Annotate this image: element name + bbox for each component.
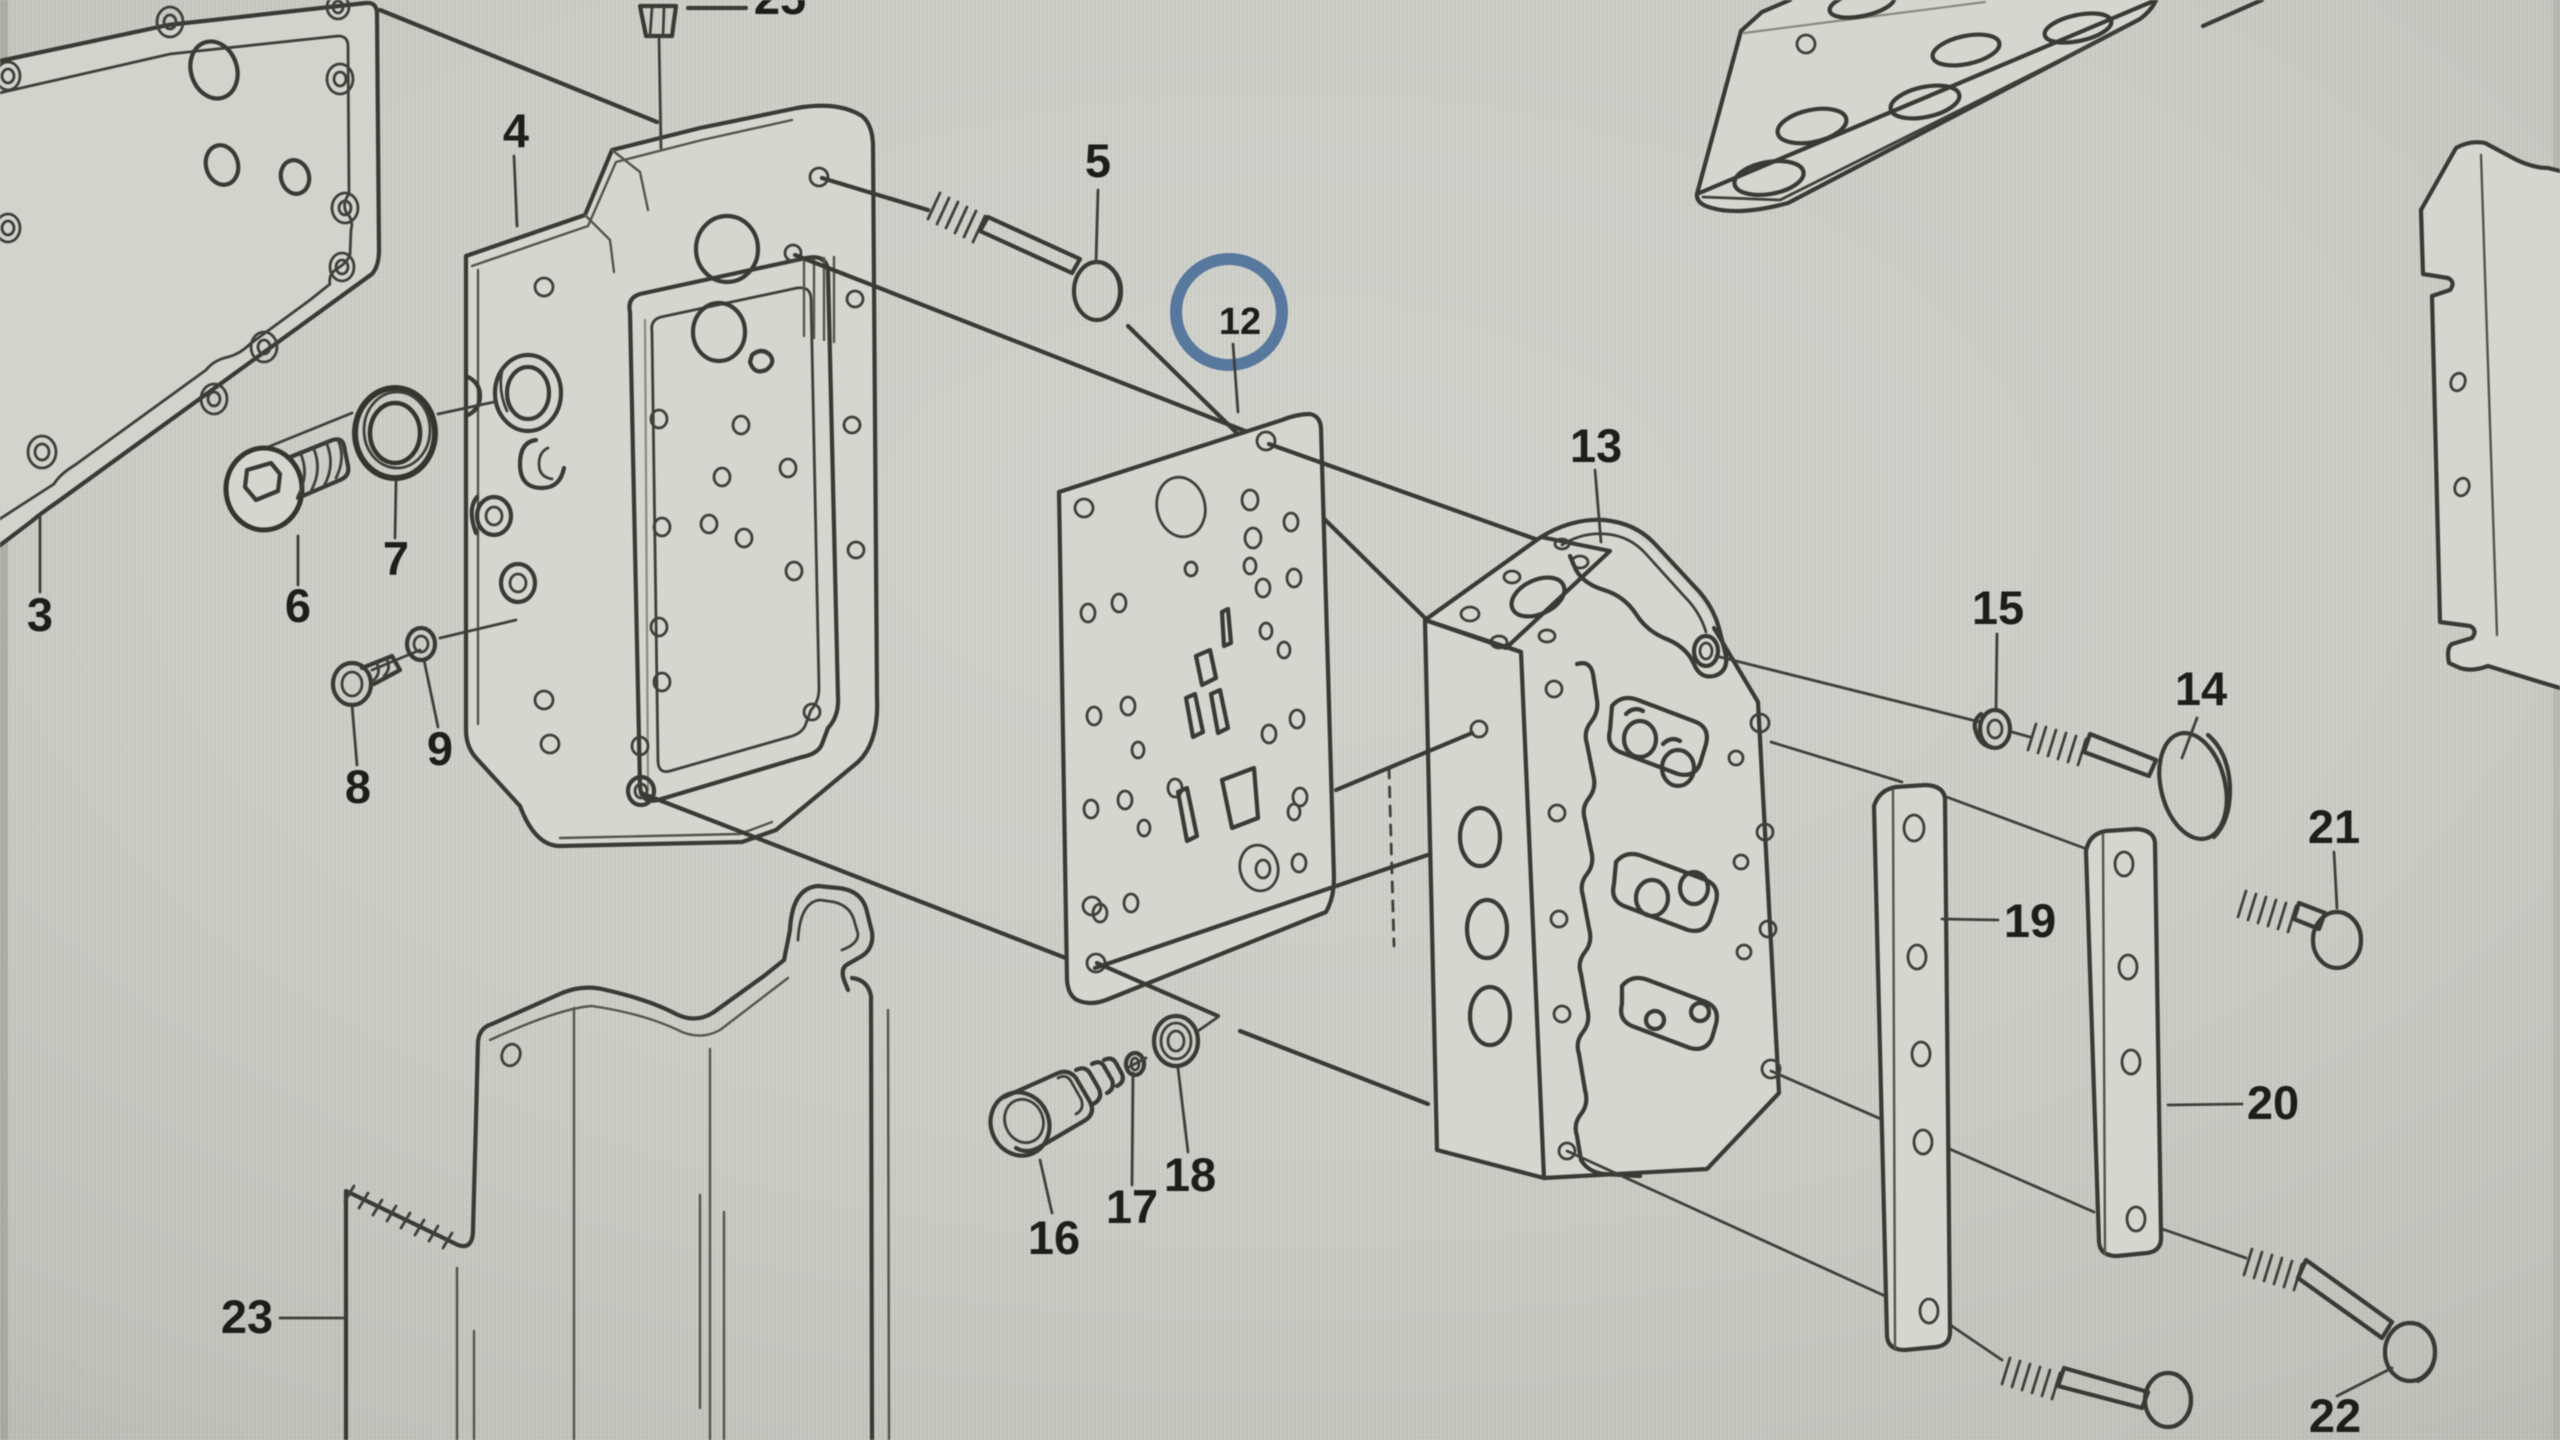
svg-text:15: 15 bbox=[1972, 581, 2024, 634]
svg-text:20: 20 bbox=[2247, 1076, 2299, 1129]
svg-text:5: 5 bbox=[1085, 134, 1111, 187]
svg-text:21: 21 bbox=[2308, 800, 2360, 853]
svg-text:7: 7 bbox=[383, 532, 409, 585]
svg-text:16: 16 bbox=[1028, 1211, 1080, 1264]
svg-text:12: 12 bbox=[1219, 301, 1261, 343]
svg-text:17: 17 bbox=[1106, 1180, 1158, 1233]
svg-text:22: 22 bbox=[2309, 1389, 2361, 1440]
svg-text:14: 14 bbox=[2175, 662, 2227, 715]
svg-text:9: 9 bbox=[427, 722, 453, 775]
svg-text:8: 8 bbox=[345, 760, 371, 813]
svg-text:4: 4 bbox=[503, 104, 529, 157]
svg-text:23: 23 bbox=[221, 1290, 273, 1343]
svg-text:19: 19 bbox=[2004, 894, 2056, 947]
svg-text:6: 6 bbox=[285, 579, 311, 632]
svg-text:25: 25 bbox=[754, 0, 806, 24]
svg-text:18: 18 bbox=[1164, 1148, 1216, 1201]
svg-text:3: 3 bbox=[27, 588, 53, 641]
svg-text:13: 13 bbox=[1570, 419, 1622, 472]
